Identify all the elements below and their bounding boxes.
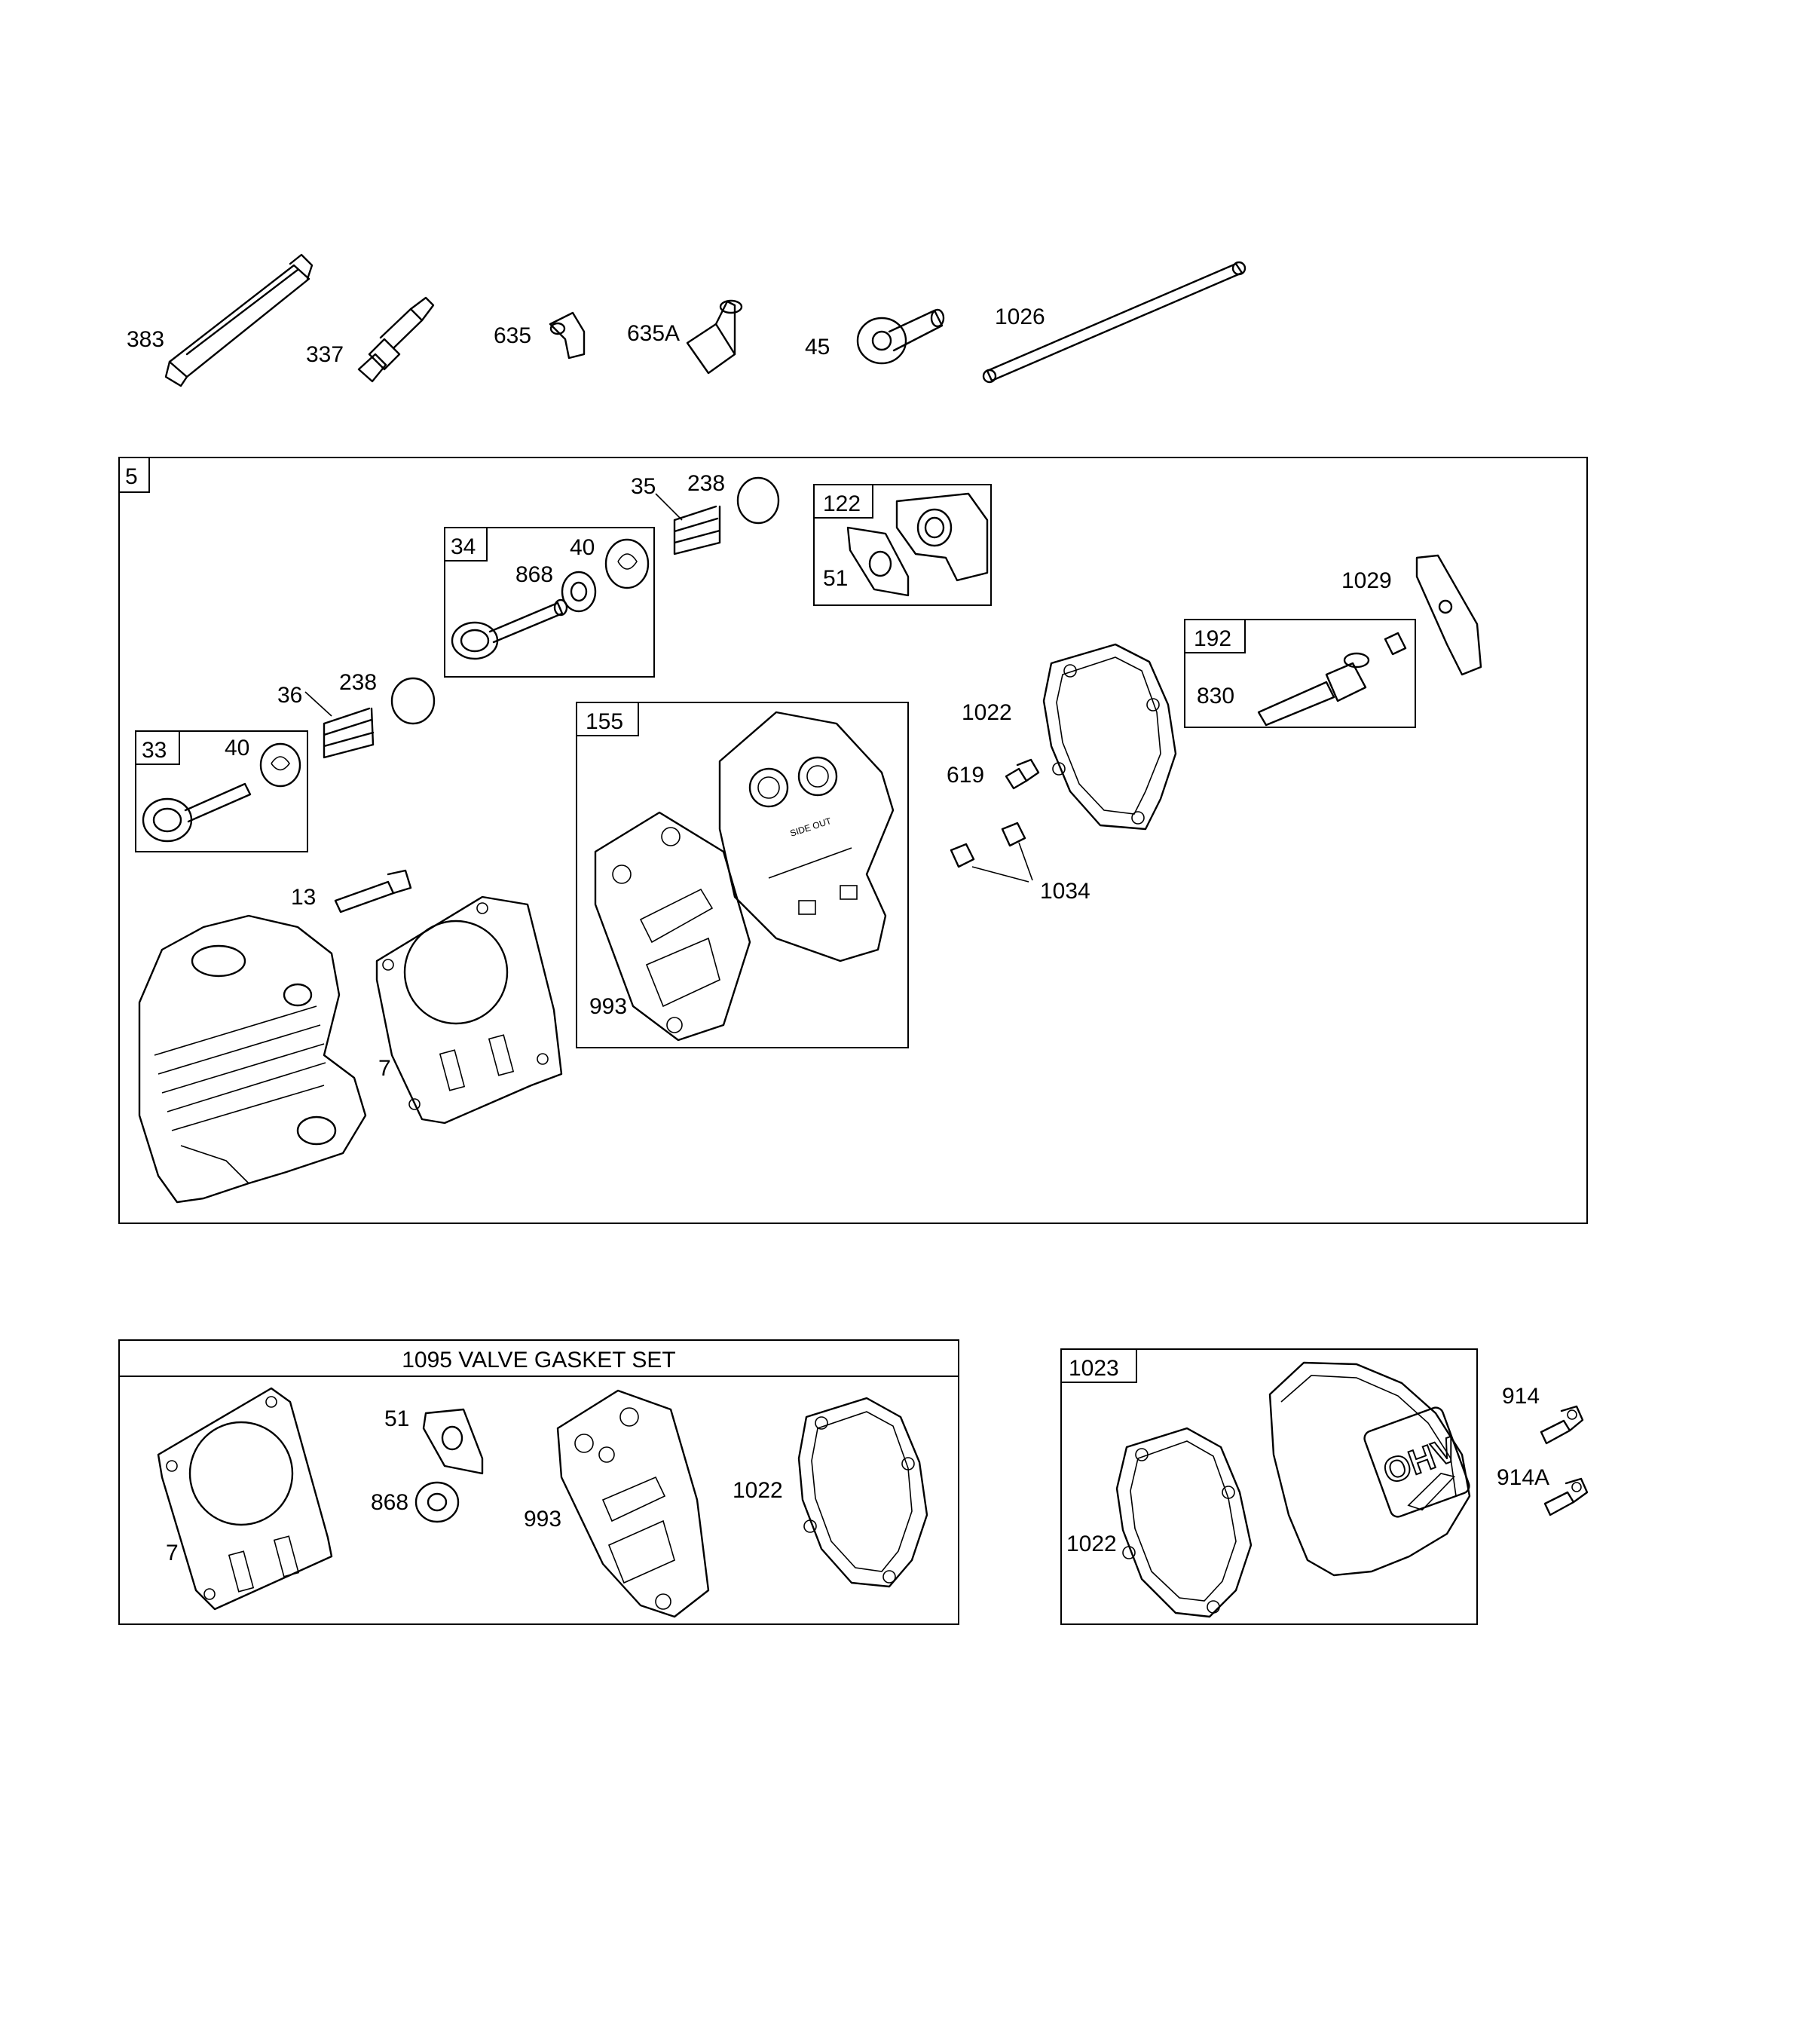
part-914-screw xyxy=(1540,1405,1584,1445)
label-1022-main: 1022 xyxy=(962,700,1012,725)
part-51-intake-gasket xyxy=(846,526,910,597)
label-383: 383 xyxy=(127,327,164,352)
label-993-kit: 993 xyxy=(524,1507,561,1532)
label-7-kit: 7 xyxy=(166,1541,179,1565)
label-914: 914 xyxy=(1502,1384,1540,1409)
label-635A: 635A xyxy=(627,321,680,346)
label-5: 5 xyxy=(125,464,138,489)
label-1022-cover-kit: 1022 xyxy=(1066,1532,1117,1556)
kit-1095-part-868-valve-seal xyxy=(414,1481,460,1523)
label-635: 635 xyxy=(494,323,531,348)
kit-155-tag xyxy=(576,702,639,736)
part-238-valve-cap-lower xyxy=(390,677,436,725)
label-36: 36 xyxy=(277,683,302,708)
part-34-exhaust-valve xyxy=(451,598,568,660)
label-914A: 914A xyxy=(1497,1465,1549,1490)
kit-34-frame xyxy=(444,527,655,678)
label-7-main: 7 xyxy=(378,1056,391,1081)
part-1026-push-rod xyxy=(982,261,1246,384)
label-238-lower: 238 xyxy=(339,670,377,695)
part-1022-rocker-cover-gasket xyxy=(1042,643,1177,831)
part-635-cap xyxy=(549,311,586,360)
kit-1095-title: 1095 VALVE GASKET SET xyxy=(402,1348,676,1372)
label-13: 13 xyxy=(291,885,316,910)
kit-122-frame xyxy=(813,484,992,606)
kit-1095-part-51-intake-gasket xyxy=(422,1408,484,1475)
label-993-upper: 993 xyxy=(589,994,627,1019)
label-34: 34 xyxy=(451,534,476,559)
label-192: 192 xyxy=(1194,626,1231,651)
part-13-bolt xyxy=(334,869,412,913)
kit-192-tag xyxy=(1184,619,1246,653)
part-337-spark-plug xyxy=(357,296,435,383)
part-993-breather-gasket-upper xyxy=(594,811,751,1042)
label-337: 337 xyxy=(306,342,344,367)
part-33-intake-valve xyxy=(142,782,252,843)
kit-1023-tag xyxy=(1060,1348,1137,1383)
part-1029-rocker-arm xyxy=(1415,554,1482,676)
part-635A-lifter xyxy=(686,299,743,375)
label-1034: 1034 xyxy=(1040,879,1090,904)
part-35-spring xyxy=(655,493,721,555)
part-619-screw xyxy=(1005,758,1040,790)
label-35: 35 xyxy=(631,474,656,499)
kit-1095-frame xyxy=(118,1339,959,1625)
part-155-breather-gasket-plate: SIDE OUT xyxy=(718,711,895,962)
kit-192-frame xyxy=(1184,619,1416,728)
kit-33-frame xyxy=(135,730,308,852)
gasket-mark: SIDE OUT xyxy=(789,816,834,839)
part-238-valve-cap-upper xyxy=(736,476,780,525)
kit-34-tag xyxy=(444,527,488,562)
part-40-retainer-upper xyxy=(604,538,650,589)
assembly-5-tag xyxy=(118,457,150,493)
part-914A-screw xyxy=(1543,1477,1589,1516)
label-40-lower: 40 xyxy=(225,736,249,760)
label-830: 830 xyxy=(1197,684,1234,708)
label-155: 155 xyxy=(586,709,623,734)
label-51-kit: 51 xyxy=(384,1406,409,1431)
kit-1023-part-1022-gasket xyxy=(1115,1427,1253,1618)
label-238-upper: 238 xyxy=(687,471,725,496)
part-36-spring xyxy=(304,691,375,759)
kit-155-frame xyxy=(576,702,909,1048)
label-1022-kit: 1022 xyxy=(733,1478,783,1503)
part-830-rocker-stud xyxy=(1257,632,1407,727)
part-1034-clips xyxy=(950,822,1033,883)
part-7-head-gasket xyxy=(375,895,563,1125)
kit-122-tag xyxy=(813,484,873,519)
label-33: 33 xyxy=(142,738,167,763)
kit-1095-part-1022-gasket xyxy=(797,1397,928,1588)
assembly-5-frame xyxy=(118,457,1588,1224)
label-45: 45 xyxy=(805,335,830,360)
label-51-upper: 51 xyxy=(823,566,848,591)
kit-1095-part-7-head-gasket xyxy=(157,1387,333,1611)
kit-33-tag xyxy=(135,730,180,765)
label-1029: 1029 xyxy=(1341,568,1392,593)
part-1023-rocker-cover: OHV xyxy=(1268,1361,1471,1577)
part-122-intake-spacer xyxy=(895,492,989,582)
part-868-valve-seal-upper xyxy=(561,571,597,613)
kit-1095-part-993-breather-gasket xyxy=(556,1389,710,1618)
part-45-tappet xyxy=(856,308,945,365)
part-40-retainer-lower xyxy=(259,742,301,788)
label-1026: 1026 xyxy=(995,304,1045,329)
label-868-upper: 868 xyxy=(515,562,553,587)
part-5-cylinder-head xyxy=(138,914,367,1204)
label-122: 122 xyxy=(823,491,861,516)
label-40-upper: 40 xyxy=(570,535,595,560)
label-619: 619 xyxy=(947,763,984,788)
label-868-kit: 868 xyxy=(371,1490,408,1515)
part-383-tool xyxy=(164,253,314,387)
label-1023: 1023 xyxy=(1069,1356,1119,1381)
kit-1023-frame xyxy=(1060,1348,1478,1625)
